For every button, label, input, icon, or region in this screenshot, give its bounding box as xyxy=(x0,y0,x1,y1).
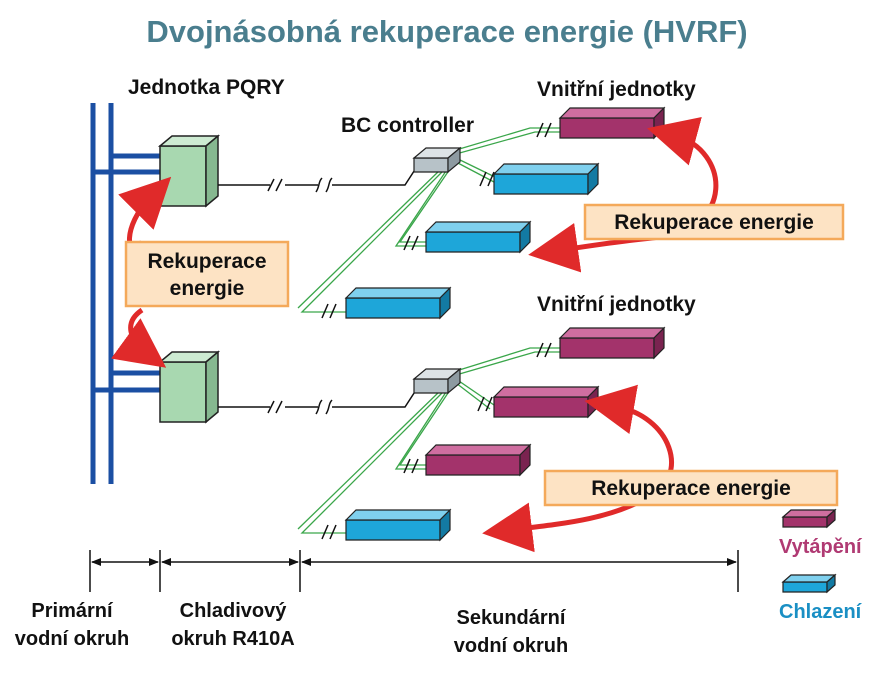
energy-recovery-left-line1: Rekuperace xyxy=(147,250,266,273)
indoor-unit-cooling xyxy=(492,162,600,196)
indoor-unit-heating xyxy=(424,443,532,477)
legend-heating-swatch xyxy=(781,508,837,529)
pqry-unit-bottom xyxy=(157,350,221,424)
indoor-units-bottom-label: Vnitřní jednotky xyxy=(537,293,696,316)
bc-controller-top xyxy=(412,146,462,174)
legend-heating-label: Vytápění xyxy=(779,536,863,558)
bc-controller-bottom xyxy=(412,367,462,395)
page-title: Dvojnásobná rekuperace energie (HVRF) xyxy=(146,14,747,49)
refrigerant-lines xyxy=(218,164,419,415)
section-dimension-lines xyxy=(89,550,739,592)
energy-recovery-box-bottom xyxy=(543,469,839,507)
secondary-pipes-bottom xyxy=(297,347,560,534)
refrigerant-circuit-line2: okruh R410A xyxy=(171,628,294,650)
refrigerant-circuit-line1: Chladivový xyxy=(180,600,288,622)
indoor-unit-cooling xyxy=(424,220,532,254)
secondary-circuit-line2: vodní okruh xyxy=(454,635,568,657)
primary-water-pipes xyxy=(90,103,160,484)
indoor-unit-cooling xyxy=(344,508,452,542)
indoor-units-top-label: Vnitřní jednotky xyxy=(537,78,696,101)
pqry-unit-label: Jednotka PQRY xyxy=(128,76,285,99)
primary-circuit-line2: vodní okruh xyxy=(15,628,129,650)
bc-controller-label: BC controller xyxy=(341,114,474,137)
indoor-unit-heating xyxy=(558,326,666,360)
legend-cooling-label: Chlazení xyxy=(779,601,863,623)
indoor-unit-heating xyxy=(492,385,600,419)
energy-recovery-bottom-label: Rekuperace energie xyxy=(591,477,791,500)
legend-cooling-swatch xyxy=(781,573,837,594)
energy-recovery-box-top xyxy=(583,203,845,241)
primary-circuit-line1: Primární xyxy=(31,600,114,622)
energy-recovery-left-line2: energie xyxy=(170,277,245,300)
indoor-unit-heating xyxy=(558,106,666,140)
secondary-circuit-line1: Sekundární xyxy=(457,607,567,629)
indoor-unit-cooling xyxy=(344,286,452,320)
energy-recovery-top-label: Rekuperace energie xyxy=(614,211,814,234)
energy-recovery-box-left xyxy=(124,240,290,308)
pqry-unit-top xyxy=(157,134,221,208)
